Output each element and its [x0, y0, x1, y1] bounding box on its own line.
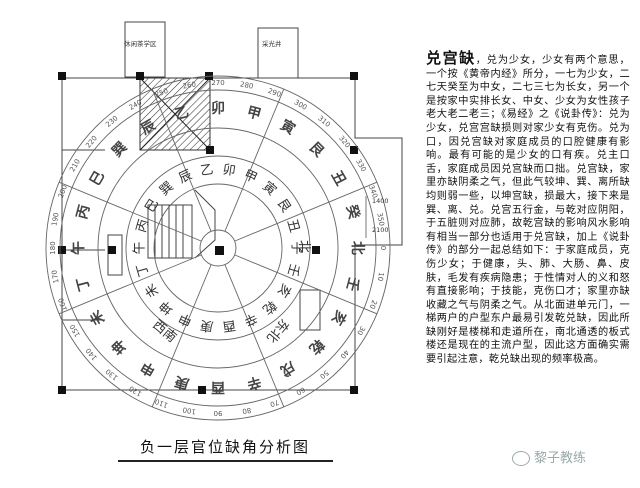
sector-divider	[224, 88, 285, 232]
mountain-label: 午	[70, 241, 87, 255]
degree-label: 80	[242, 406, 252, 415]
mountain-label: 戌	[277, 358, 298, 380]
inner-ring-label: 未	[143, 281, 163, 300]
inner-ring-label: 寅	[259, 178, 279, 199]
degree-label: 20	[368, 299, 379, 310]
degree-label: 30	[355, 325, 366, 337]
mountain-label: 酉	[211, 379, 225, 395]
caption-underline	[118, 460, 333, 462]
inner-ring-label: 亥	[274, 281, 294, 300]
room-label-tea: 休闲茶学区	[124, 39, 157, 48]
body-text: ，兑为少女，少女有两个意思，一个按《黄帝内经》所分，一七为少女，二七天癸至为中女…	[426, 55, 630, 366]
mountain-label: 亥	[328, 307, 350, 328]
inner-ring-label: 坤	[157, 297, 177, 317]
scale-label-a: 1400	[372, 197, 389, 205]
sector-divider	[151, 88, 212, 232]
sector-divider	[234, 181, 378, 242]
mountain-label: 壬	[343, 275, 363, 293]
degree-label: 270	[211, 79, 224, 87]
mountain-label: 甲	[245, 104, 263, 123]
degree-label: 200	[57, 184, 69, 199]
inner-ring-label: 巳	[143, 196, 163, 215]
degree-label: 90	[214, 409, 223, 417]
degree-label: 100	[182, 405, 197, 415]
wechat-icon	[512, 451, 530, 466]
degree-label: 260	[182, 80, 197, 90]
sector-divider	[234, 254, 378, 315]
mountain-label: 坤	[108, 336, 130, 358]
mountain-label: 癸	[342, 202, 363, 222]
watermark-text: 黎子教练	[534, 451, 587, 466]
inner-ring-label: 卯	[222, 162, 237, 179]
inner-ring-label: 甲	[241, 168, 259, 187]
degree-label: 190	[50, 212, 60, 227]
mountain-label: 巽	[109, 139, 130, 160]
inner-ring-label: 丁	[134, 262, 152, 279]
degree-label: 280	[239, 80, 254, 90]
watermark: 黎子教练	[512, 447, 586, 466]
inner-ring-label: 乙	[199, 162, 214, 179]
mountain-label: 申	[138, 358, 159, 380]
sector-label-ne: 东北	[263, 315, 291, 345]
inner-ring-label: 午	[133, 241, 148, 254]
sector-divider	[58, 254, 202, 315]
inner-ring-label: 辛	[241, 309, 259, 328]
mountain-label: 北	[349, 241, 365, 255]
mountain-label: 乙	[173, 104, 191, 123]
degree-label: 290	[267, 87, 282, 99]
degree-label: 10	[376, 272, 385, 282]
inner-ring-label: 申	[177, 309, 195, 328]
inner-ring-label: 丙	[134, 218, 152, 235]
room-label-light-well: 采光井	[262, 39, 282, 48]
mountain-label: 艮	[306, 139, 328, 161]
mountain-label: 巳	[87, 168, 108, 188]
degree-label: 40	[338, 348, 350, 360]
inner-ring-label: 壬	[284, 262, 302, 279]
mountain-label: 庚	[173, 373, 191, 393]
sector-label-n: 北	[296, 240, 311, 253]
sector-divider	[151, 264, 212, 408]
inner-ring-label: 艮	[274, 196, 294, 215]
degree-label: 170	[50, 269, 60, 284]
inner-ring-label: 酉	[222, 317, 237, 334]
inner-ring-label: 子	[289, 241, 304, 254]
sector-divider	[224, 264, 285, 408]
sector-divider	[58, 181, 202, 242]
mountain-label: 未	[86, 307, 108, 328]
mountain-label: 乾	[306, 336, 328, 358]
mountain-label: 丁	[74, 275, 93, 293]
mountain-label: 丑	[328, 168, 349, 188]
section-title: 兑宫缺	[426, 49, 476, 67]
degree-label: 350	[375, 212, 385, 227]
mountain-label: 辛	[245, 373, 263, 393]
degree-label: 110	[154, 397, 169, 409]
inner-ring-label: 丑	[284, 218, 302, 235]
degree-label: 50	[318, 368, 330, 380]
inner-ring-label: 庚	[199, 317, 214, 335]
mountain-label: 卯	[211, 101, 225, 117]
degree-label: 180	[49, 241, 57, 254]
mountain-label: 寅	[277, 116, 298, 138]
sector-label-sw: 西南	[149, 317, 179, 346]
description-panel: 兑宫缺，兑为少女，少女有两个意思，一个按《黄帝内经》所分，一七为少女，二七天癸至…	[426, 49, 630, 367]
figure-caption: 负一层官位缺角分析图	[140, 438, 311, 456]
inner-ring-label: 巽	[157, 179, 177, 199]
inner-ring-label: 辰	[177, 168, 195, 187]
degree-label: 0	[379, 246, 387, 250]
inner-ring-label: 乾	[259, 297, 279, 317]
mountain-label: 丙	[74, 203, 93, 221]
walls	[61, 21, 403, 391]
scale-label-b: 2100	[372, 226, 389, 234]
degree-label: 70	[269, 398, 280, 409]
degree-label: 160	[57, 297, 69, 312]
compass	[45, 75, 391, 421]
degree-label: 60	[295, 385, 307, 396]
